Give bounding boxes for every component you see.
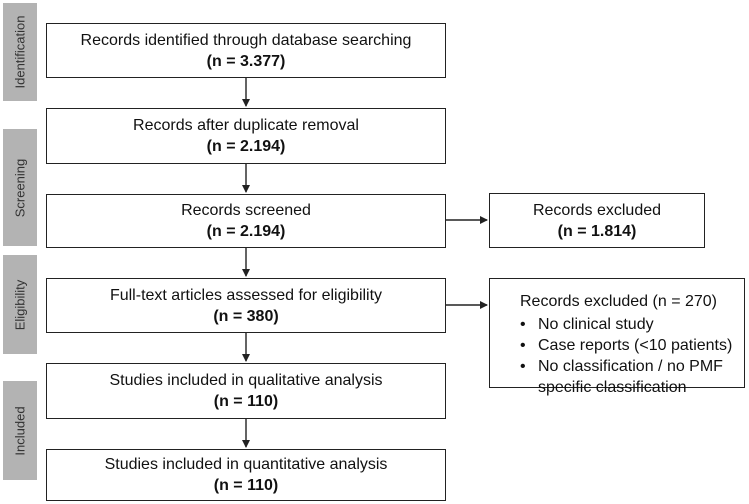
box-records-screened: Records screened (n = 2.194) [46, 194, 446, 248]
box-records-screened-text: Records screened [181, 202, 311, 219]
box-records-identified: Records identified through database sear… [46, 23, 446, 78]
stage-bar-identification: Identification [3, 3, 37, 101]
box-excluded-screening-count: (n = 1.814) [557, 222, 637, 240]
stage-bar-eligibility: Eligibility [3, 255, 37, 354]
box-quantitative-analysis-text: Studies included in quantitative analysi… [104, 456, 388, 473]
box-records-identified-count: (n = 3.377) [206, 52, 286, 70]
box-records-screened-count: (n = 2.194) [206, 223, 286, 240]
exclusion-reason-item: Case reports (<10 patients) [520, 335, 734, 356]
box-fulltext-assessed-count: (n = 380) [213, 307, 279, 325]
box-excluded-screening: Records excluded (n = 1.814) [489, 193, 705, 248]
box-records-identified-text: Records identified through database sear… [80, 31, 412, 49]
box-excluded-fulltext-title: Records excluded (n = 270) [520, 293, 717, 310]
exclusion-reason-item: No clinical study [520, 314, 734, 335]
box-qualitative-analysis-text: Studies included in qualitative analysis [109, 372, 383, 389]
box-qualitative-analysis: Studies included in qualitative analysis… [46, 363, 446, 419]
box-quantitative-analysis-count: (n = 110) [213, 477, 279, 494]
stage-bar-included: Included [3, 381, 37, 480]
box-qualitative-analysis-count: (n = 110) [213, 393, 279, 410]
box-after-duplicates-count: (n = 2.194) [206, 138, 286, 155]
exclusion-reasons-list: No clinical study Case reports (<10 pati… [512, 314, 734, 398]
box-fulltext-assessed: Full-text articles assessed for eligibil… [46, 278, 446, 333]
box-excluded-fulltext: Records excluded (n = 270) No clinical s… [489, 278, 745, 396]
box-after-duplicates-text: Records after duplicate removal [133, 117, 359, 134]
box-excluded-screening-text: Records excluded [532, 201, 662, 219]
box-fulltext-assessed-text: Full-text articles assessed for eligibil… [109, 286, 383, 304]
box-after-duplicates: Records after duplicate removal (n = 2.1… [46, 108, 446, 164]
stage-bar-screening: Screening [3, 129, 37, 246]
box-quantitative-analysis: Studies included in quantitative analysi… [46, 449, 446, 501]
exclusion-reason-item: No classification / no PMF specific clas… [520, 356, 734, 398]
